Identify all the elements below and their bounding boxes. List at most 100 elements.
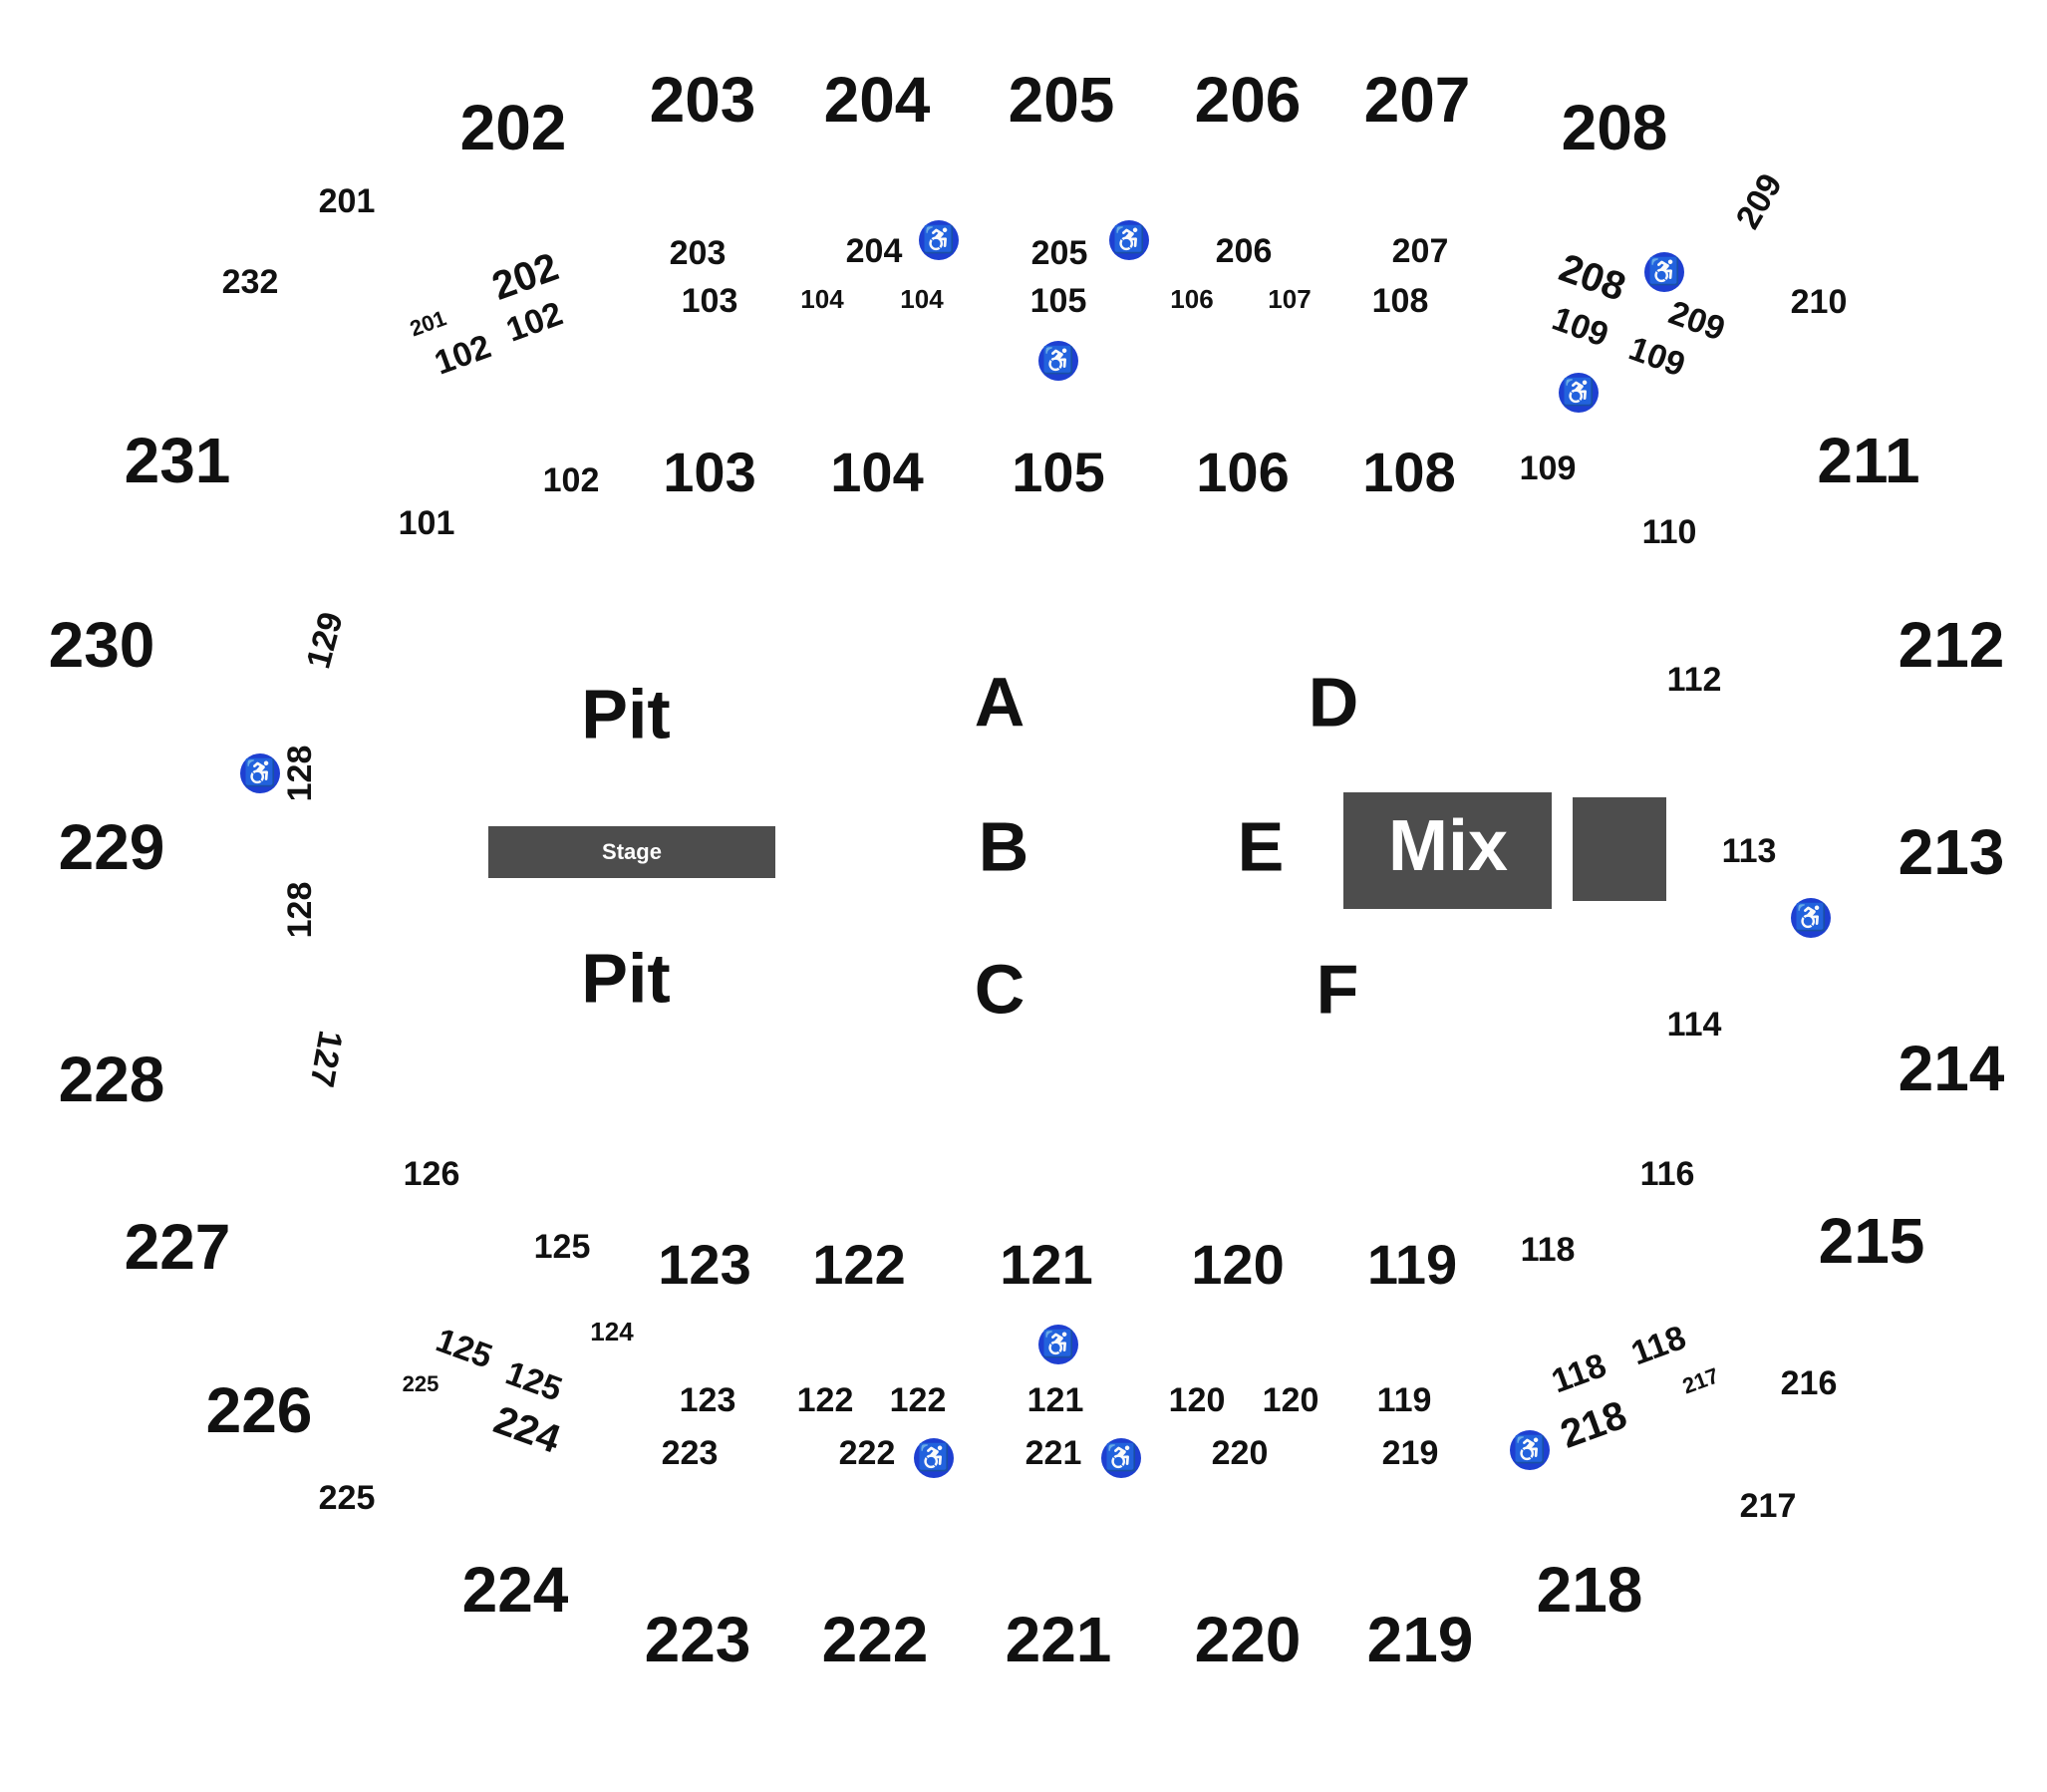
entrance-120-b: 120: [1263, 1381, 1319, 1419]
section-215[interactable]: 215: [1819, 1205, 1925, 1277]
section-125[interactable]: 125: [534, 1228, 591, 1266]
lower-entrance-labels: 124 125 125 225 224 123 223 122 122 222 …: [403, 1317, 1722, 1472]
floor-section-e[interactable]: E: [1238, 807, 1285, 885]
section-209[interactable]: 209: [1729, 167, 1790, 235]
section-218[interactable]: 218: [1537, 1554, 1643, 1626]
section-223[interactable]: 223: [645, 1604, 751, 1675]
entrance-109-a: 109: [1548, 300, 1613, 355]
svg-text:♿: ♿: [1042, 345, 1074, 375]
section-203[interactable]: 203: [650, 64, 756, 136]
svg-text:♿: ♿: [918, 1442, 950, 1472]
floor-section-c[interactable]: C: [975, 950, 1025, 1028]
section-208[interactable]: 208: [1562, 92, 1668, 163]
section-118[interactable]: 118: [1521, 1231, 1576, 1269]
entrance-125-a: 125: [432, 1322, 497, 1376]
section-127[interactable]: 127: [302, 1028, 349, 1089]
section-128-b[interactable]: 128: [281, 882, 319, 939]
floor-area: Stage Pit Pit A B C D E F Mix: [488, 663, 1666, 1028]
section-231[interactable]: 231: [125, 425, 231, 496]
wheelchair-icon: ♿: [1791, 898, 1831, 938]
entrance-204: 204: [846, 232, 903, 270]
section-129[interactable]: 129: [299, 608, 350, 673]
section-104[interactable]: 104: [830, 441, 923, 503]
section-230[interactable]: 230: [49, 609, 155, 681]
section-219[interactable]: 219: [1367, 1604, 1474, 1675]
section-112[interactable]: 112: [1667, 661, 1722, 699]
section-206[interactable]: 206: [1195, 64, 1302, 136]
section-221[interactable]: 221: [1006, 1604, 1112, 1675]
wheelchair-icon: ♿: [919, 220, 959, 260]
section-212[interactable]: 212: [1899, 609, 2005, 681]
entrance-209: 209: [1664, 294, 1730, 349]
entrance-104-a: 104: [800, 284, 844, 314]
entrance-118-b: 118: [1626, 1319, 1691, 1372]
section-217[interactable]: 217: [1740, 1487, 1797, 1525]
wheelchair-icon: ♿: [1644, 252, 1684, 292]
section-227[interactable]: 227: [125, 1211, 231, 1283]
section-210[interactable]: 210: [1791, 283, 1848, 321]
section-103[interactable]: 103: [663, 441, 755, 503]
section-216[interactable]: 216: [1781, 1364, 1838, 1402]
section-120[interactable]: 120: [1191, 1233, 1284, 1296]
section-228[interactable]: 228: [59, 1044, 165, 1115]
svg-text:♿: ♿: [1514, 1434, 1546, 1464]
section-101[interactable]: 101: [399, 504, 455, 542]
entrance-118-a: 118: [1547, 1346, 1611, 1400]
section-114[interactable]: 114: [1667, 1006, 1722, 1044]
wheelchair-icon: ♿: [1038, 341, 1078, 381]
section-106[interactable]: 106: [1196, 441, 1289, 503]
stage-label: Stage: [602, 839, 662, 864]
entrance-109-b: 109: [1624, 330, 1690, 385]
section-116[interactable]: 116: [1640, 1155, 1695, 1193]
section-201[interactable]: 201: [319, 182, 376, 220]
section-226[interactable]: 226: [206, 1374, 313, 1446]
section-123[interactable]: 123: [658, 1233, 750, 1296]
section-205[interactable]: 205: [1009, 64, 1115, 136]
entrance-203: 203: [670, 234, 727, 272]
section-108[interactable]: 108: [1362, 441, 1455, 503]
section-121[interactable]: 121: [1000, 1233, 1092, 1296]
entrance-119: 119: [1377, 1381, 1432, 1419]
pit-upper[interactable]: Pit: [581, 675, 670, 752]
section-220[interactable]: 220: [1195, 1604, 1302, 1675]
section-113[interactable]: 113: [1722, 832, 1777, 870]
section-207[interactable]: 207: [1364, 64, 1471, 136]
wheelchair-icon: ♿: [1109, 220, 1149, 260]
section-126[interactable]: 126: [404, 1155, 460, 1193]
section-229[interactable]: 229: [59, 811, 165, 883]
floor-section-a[interactable]: A: [975, 663, 1025, 741]
lower-level-minor-sections: 101 102 109 110 112 113 114 116 118 125 …: [281, 449, 1776, 1269]
mix-label: Mix: [1388, 806, 1508, 886]
mix-riser: [1573, 797, 1666, 901]
section-128-a[interactable]: 128: [281, 746, 319, 802]
section-119[interactable]: 119: [1367, 1233, 1457, 1296]
section-213[interactable]: 213: [1899, 816, 2005, 888]
section-122[interactable]: 122: [812, 1233, 905, 1296]
svg-text:♿: ♿: [923, 224, 955, 254]
section-211[interactable]: 211: [1817, 425, 1919, 496]
section-225[interactable]: 225: [319, 1479, 376, 1517]
section-110[interactable]: 110: [1642, 513, 1697, 551]
section-105[interactable]: 105: [1012, 441, 1104, 503]
entrance-106: 106: [1170, 284, 1213, 314]
floor-section-d[interactable]: D: [1309, 663, 1359, 741]
entrance-122-b: 122: [890, 1381, 947, 1419]
entrance-122-a: 122: [797, 1381, 854, 1419]
wheelchair-icon: ♿: [1038, 1325, 1078, 1364]
section-214[interactable]: 214: [1899, 1033, 2005, 1104]
section-204[interactable]: 204: [824, 64, 931, 136]
section-102[interactable]: 102: [543, 461, 600, 499]
stage[interactable]: [488, 826, 775, 878]
section-222[interactable]: 222: [822, 1604, 929, 1675]
section-232[interactable]: 232: [222, 263, 279, 301]
section-224[interactable]: 224: [462, 1554, 569, 1626]
entrance-208: 208: [1554, 246, 1631, 310]
section-109[interactable]: 109: [1520, 449, 1577, 487]
floor-section-f[interactable]: F: [1316, 950, 1359, 1028]
entrance-108: 108: [1372, 282, 1429, 320]
floor-section-b[interactable]: B: [979, 807, 1029, 885]
section-202[interactable]: 202: [460, 92, 567, 163]
pit-lower[interactable]: Pit: [581, 939, 670, 1017]
entrance-201: 201: [407, 305, 449, 341]
svg-text:♿: ♿: [1563, 377, 1595, 407]
